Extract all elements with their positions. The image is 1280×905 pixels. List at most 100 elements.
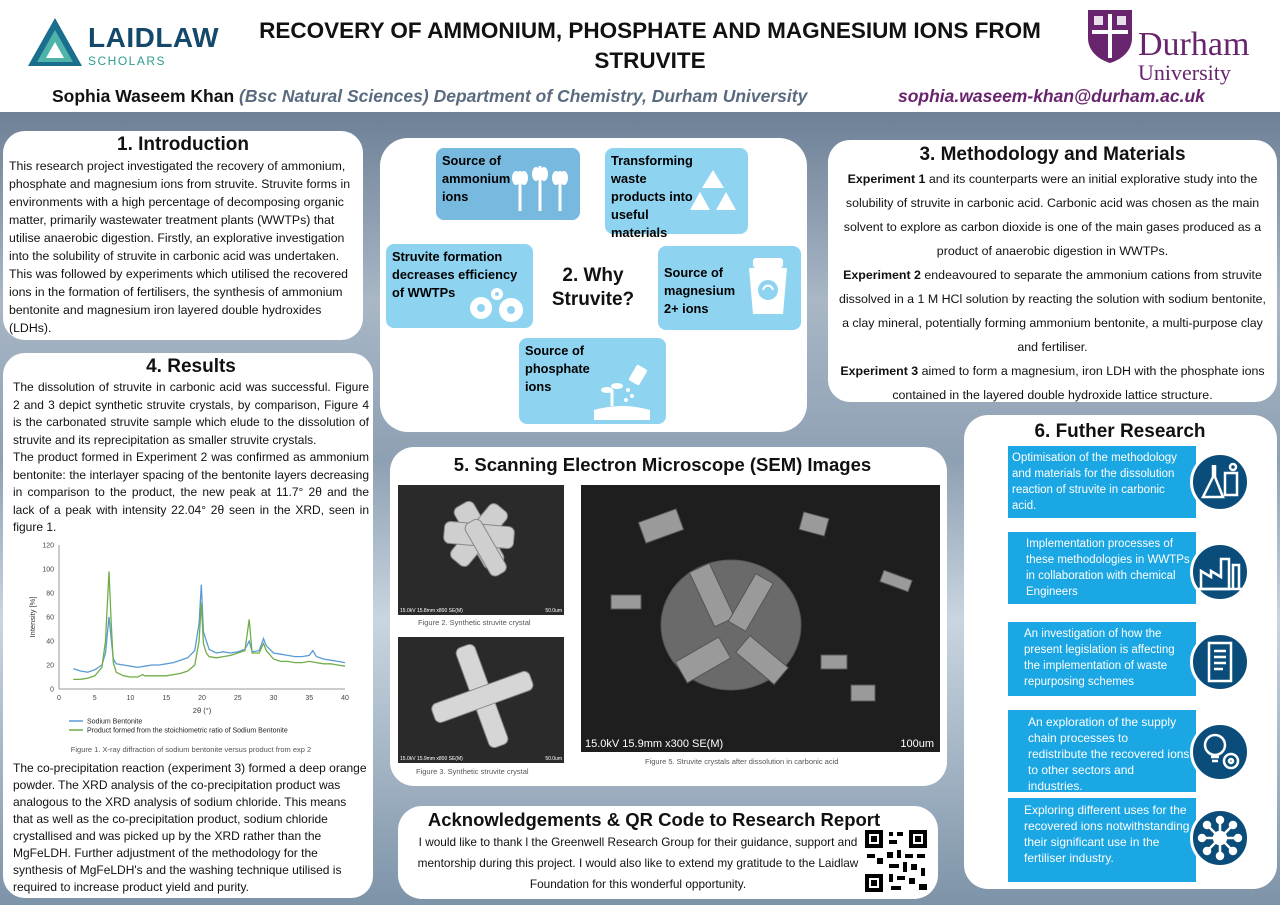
methodology-exp1: Experiment 1 and its counterparts were a… — [836, 167, 1269, 263]
recycle-icon — [690, 170, 736, 210]
author-name: Sophia Waseem Khan — [52, 86, 235, 106]
series-line-2 — [73, 570, 346, 680]
laidlaw-name: LAIDLAW — [88, 22, 220, 53]
durham-logo: Durham University — [1084, 6, 1274, 86]
sem-fig3-scale: 50.0um — [545, 756, 562, 762]
further-item-4: An exploration of the supply chain proce… — [1008, 710, 1196, 793]
further-item-5: Exploring different uses for the recover… — [1008, 798, 1196, 882]
results-para-2: The product formed in Experiment 2 was c… — [13, 450, 369, 534]
struvite-crystal-graphic — [443, 500, 515, 577]
results-para-1: The dissolution of struvite in carbonic … — [13, 380, 369, 447]
durham-crest-icon — [1088, 10, 1132, 63]
card-ammonium-text: Source of ammonium ions — [442, 153, 511, 204]
plant-soil-icon — [594, 364, 650, 420]
results-panel: 4. Results The dissolution of struvite i… — [3, 353, 373, 898]
introduction-panel: 1. Introduction This research project in… — [3, 131, 363, 340]
laidlaw-triangle-icon — [28, 18, 82, 66]
y-tick-label: 0 — [50, 686, 54, 693]
further-item-1: Optimisation of the methodology and mate… — [1008, 446, 1196, 518]
legend-label-1: Sodium Bentonite — [87, 718, 142, 725]
further-item-2: Implementation processes of these method… — [1008, 532, 1196, 604]
qr-code-icon[interactable] — [863, 828, 929, 894]
author-line: Sophia Waseem Khan (Bsc Natural Sciences… — [52, 86, 807, 107]
cross-crystal-graphic — [431, 643, 534, 749]
y-tick-label: 100 — [42, 566, 54, 573]
y-tick-label: 60 — [46, 614, 54, 621]
wheat-icon — [512, 166, 568, 211]
xrd-chart: 0 5 10 15 20 25 30 35 40 0 20 40 60 80 100 120 2θ (°) Int… — [28, 542, 349, 734]
figure-2-caption: Figure 2. Synthetic struvite crystal — [418, 618, 531, 627]
y-tick-label: 120 — [42, 542, 54, 549]
sem-fig5-scale: 100um — [900, 738, 934, 750]
sem-fig2-label: 15.0kV 15.8mm x800 SE(M) — [400, 608, 463, 614]
methodology-heading: 3. Methodology and Materials — [919, 144, 1186, 165]
x-tick-label: 20 — [198, 695, 206, 702]
laidlaw-sub: SCHOLARS — [88, 54, 167, 68]
exp2-text: endeavoured to separate the ammonium cat… — [838, 268, 1267, 354]
acknowledgements-heading: Acknowledgements & QR Code to Research R… — [427, 809, 881, 830]
sem-heading: 5. Scanning Electron Microscope (SEM) Im… — [453, 454, 872, 475]
figure-1-caption: Figure 1. X-ray diffraction of sodium be… — [70, 744, 312, 754]
card-magnesium: Source of magnesium 2+ ions — [658, 246, 801, 330]
figure-3-caption: Figure 3. Synthetic struvite crystal — [416, 767, 529, 776]
card-phosphate-text: Source of phosphate ions — [525, 343, 590, 394]
why-struvite-heading: 2. Why Struvite? — [551, 265, 635, 310]
poster-title: RECOVERY OF AMMONIUM, PHOSPHATE AND MAGN… — [259, 18, 1041, 73]
crystal-cluster-graphic — [610, 508, 913, 702]
x-tick-label: 5 — [93, 695, 97, 702]
sem-panel: 5. Scanning Electron Microscope (SEM) Im… — [390, 447, 947, 786]
exp2-label: Experiment 2 — [843, 268, 921, 282]
methodology-exp3: Experiment 3 aimed to form a magnesium, … — [836, 359, 1269, 402]
sem-fig2-scale: 50.0um — [545, 608, 562, 614]
sem-fig3-label: 15.0kV 15.9mm x800 SE(M) — [400, 756, 463, 762]
card-efficiency-text: Struvite formation decreases efficiency … — [392, 249, 518, 300]
further-num-3: 3 — [980, 632, 1013, 697]
results-para-3: The co-precipitation reaction (experimen… — [13, 760, 367, 894]
exp3-label: Experiment 3 — [840, 364, 919, 378]
y-axis-label: Intensity [%] — [28, 596, 37, 637]
idea-gear-icon — [1190, 722, 1250, 782]
further-num-2: 2 — [980, 540, 1013, 605]
series-line-1 — [73, 584, 346, 673]
figure-5-caption: Figure 5. Struvite crystals after dissol… — [645, 757, 839, 766]
x-tick-label: 25 — [234, 695, 242, 702]
why-struvite-panel: Source of ammonium ions Transforming was… — [380, 138, 807, 432]
further-num-1: 1 — [980, 452, 1013, 517]
x-tick-label: 0 — [57, 695, 61, 702]
methodology-exp2: Experiment 2 endeavoured to separate the… — [836, 263, 1269, 359]
legend-label-2: Product formed from the stoichiometric r… — [87, 727, 288, 734]
exp3-text: aimed to form a magnesium, iron LDH with… — [892, 364, 1265, 402]
y-tick-label: 80 — [46, 590, 54, 597]
document-icon — [1190, 632, 1250, 692]
author-email[interactable]: sophia.waseem-khan@durham.ac.uk — [898, 86, 1205, 106]
acknowledgements-text: I would like to thank l the Greenwell Re… — [417, 835, 859, 891]
card-transforming-text: Transforming waste products into useful … — [611, 153, 693, 240]
x-tick-label: 40 — [341, 695, 349, 702]
y-tick-label: 40 — [46, 638, 54, 645]
introduction-heading: 1. Introduction — [117, 134, 249, 155]
further-num-5: 5 — [980, 812, 1013, 877]
sem-image-fig3: 15.0kV 15.9mm x800 SE(M) 50.0um — [398, 637, 564, 763]
author-affiliation: (Bsc Natural Sciences) Department of Che… — [239, 86, 808, 106]
lab-flask-icon — [1190, 452, 1250, 512]
y-tick-label: 20 — [46, 662, 54, 669]
x-axis-label: 2θ (°) — [193, 706, 212, 715]
x-tick-label: 10 — [127, 695, 135, 702]
methodology-panel: 3. Methodology and Materials Experiment … — [828, 140, 1277, 402]
gears-icon — [470, 288, 523, 322]
further-research-heading: 6. Futher Research — [1034, 421, 1206, 442]
exp1-text: and its counterparts were an initial exp… — [843, 172, 1262, 258]
card-ammonium: Source of ammonium ions — [436, 148, 580, 220]
exp1-label: Experiment 1 — [847, 172, 926, 186]
durham-sub: University — [1138, 60, 1231, 85]
sem-fig5-label: 15.0kV 15.9mm x300 SE(M) — [585, 738, 724, 750]
further-num-4: 4 — [980, 722, 1013, 787]
results-heading: 4. Results — [146, 356, 236, 377]
durham-name: Durham — [1138, 26, 1250, 63]
x-tick-label: 35 — [305, 695, 313, 702]
x-tick-label: 30 — [270, 695, 278, 702]
network-icon — [1190, 808, 1250, 868]
x-tick-label: 15 — [162, 695, 170, 702]
further-item-3: An investigation of how the present legi… — [1008, 622, 1196, 696]
laidlaw-logo: LAIDLAW SCHOLARS — [26, 14, 226, 72]
